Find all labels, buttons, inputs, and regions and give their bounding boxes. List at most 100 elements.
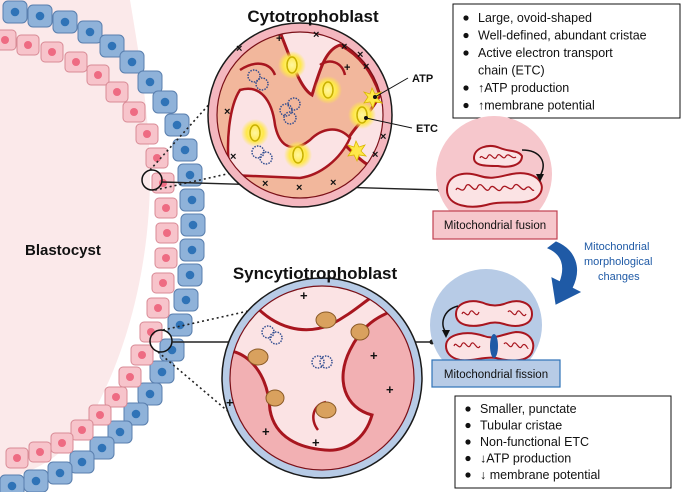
feature-item: Non-functional ETC [480,435,589,449]
changes-label-line2: morphological [584,256,652,268]
trophoblast-cell-outer [0,474,25,497]
feature-item: Active electron transport [478,46,613,60]
svg-text:+: + [262,424,270,439]
blastocyst: Blastocyst [0,0,206,497]
trophoblast-cell-outer [152,90,178,114]
svg-text:×: × [296,182,302,194]
etc-pointer-dot [364,116,368,120]
atp-label: ATP [412,73,433,85]
bullet [463,102,469,109]
cyto-charges: +×× ××× ××× ××× +× [224,29,386,194]
trophoblast-cell-inner [104,386,128,408]
dividing-mitochondrion-upper [454,300,534,327]
trophoblast-cell-outer [27,4,53,28]
atp-pointer [374,77,409,98]
trophoblast-cell-inner [70,419,94,441]
svg-text:+: + [226,395,234,410]
atp-pointer-dot [373,95,377,99]
trophoblast-cell-outer [69,450,95,474]
bullet [463,32,469,39]
svg-text:×: × [372,149,378,161]
etc-label: ETC [416,123,438,135]
trophoblast-cell-inner [5,447,29,469]
trophoblast-cell-inner [88,404,112,426]
feature-item: Well-defined, abundant cristae [478,29,647,43]
trophoblast-cell-inner [50,432,74,454]
trophoblast-cell-inner [40,41,64,63]
blastocyst-label: Blastocyst [25,242,101,259]
trophoblast-cell-inner [86,64,110,86]
trophoblast-cell-inner [122,101,146,123]
trophoblast-cell-outer [52,10,78,34]
trophoblast-cell-outer [107,420,133,444]
bullet [463,50,469,56]
trophoblast-cell-outer [179,188,205,212]
cytotrophoblast-label: Cytotrophoblast [247,7,379,26]
svg-text:×: × [230,151,236,163]
trophoblast-cell-outer [77,20,103,44]
fusion-arrow [521,149,544,177]
syncytio-charges: +++ +++ [226,288,394,450]
syncytiotrophoblast-label: Syncytiotrophoblast [233,264,398,283]
trophoblast-cell-inner [154,197,178,219]
cyto-etc-glows [241,51,376,169]
blastocyst-outer-cells [0,0,206,497]
trophoblast-cell-inner [0,29,17,51]
trophoblast-cell-inner [16,34,40,56]
bullet [465,439,471,445]
bullet [465,455,471,462]
svg-text:×: × [341,41,347,53]
svg-text:+: + [300,288,308,303]
svg-text:×: × [313,29,319,41]
trophoblast-cell-inner [146,297,170,319]
svg-text:×: × [224,106,230,118]
bullet [463,85,469,91]
fusion-panel: Mitochondrial fusion [432,116,558,240]
bullet [465,422,471,429]
trophoblast-cell-outer [23,469,49,493]
trophoblast-cell-inner [139,321,163,343]
trophoblast-cell-inner [155,222,179,244]
feature-item: ↓ATP production [480,452,571,466]
feature-item: chain (ETC) [478,64,545,78]
changes-label-line1: Mitochondrial [584,241,649,253]
trophoblast-cell-inner [135,123,159,145]
feature-item: Large, ovoid-shaped [478,11,592,25]
feature-item: Tubular cristae [480,419,562,433]
svg-text:+: + [344,62,350,74]
trophoblast-cell-inner [118,366,142,388]
cyto-atp-bursts [346,86,384,163]
zoom-marker-syncytiotrophoblast [149,329,173,353]
fission-panel: Mitochondrial fission [430,269,561,388]
trophoblast-cell-outer [89,436,115,460]
drp1-ring [490,334,498,358]
syncytio-mtdna [261,325,333,369]
svg-text:+: + [370,348,378,363]
blastocyst-cavity [0,0,150,480]
syncytio-fission-sites [247,311,370,419]
pre-fusion-mitochondrion [472,145,524,168]
feature-item: Smaller, punctate [480,402,577,416]
fission-label: Mitochondrial fission [444,369,548,381]
trophoblast-cell-outer [177,163,203,187]
fused-mitochondrion [445,172,543,208]
bullet [465,472,471,478]
syncytiotrophoblast-zoom: +++ +++ Syncytiotrophoblast [221,264,423,479]
trophoblast-cell-outer [172,138,198,162]
trophoblast-cell-outer [123,402,149,426]
trophoblast-cell-outer [177,263,203,287]
trophoblast-cell-outer [164,113,190,137]
svg-text:×: × [236,43,242,55]
trophoblast-cell-outer [137,70,163,94]
trophoblast-cell-inner [105,81,129,103]
trophoblast-cell-inner [64,51,88,73]
trophoblast-cell-outer [179,238,205,262]
svg-text:+: + [312,435,320,450]
trophoblast-cell-outer [149,360,175,384]
cyto-mtdna [247,69,301,165]
